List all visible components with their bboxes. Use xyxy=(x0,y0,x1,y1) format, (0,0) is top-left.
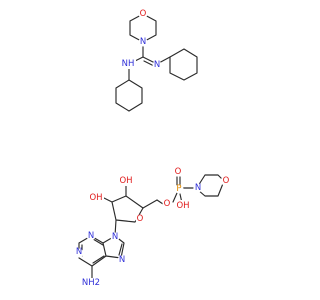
ester-oxygen-label: O xyxy=(164,199,171,209)
bond-pyrimidine-double-3 xyxy=(92,255,105,264)
amino-nh2-label: NH2 xyxy=(82,278,100,288)
adenine-n1-label: N xyxy=(76,247,82,257)
phosphate-hydroxyl-label: OH xyxy=(176,201,189,211)
phosphate-morpholine-oxygen-label: O xyxy=(223,176,230,186)
ribose-3-hydroxyl-label: OH xyxy=(119,176,132,186)
adenine-n9-label: N xyxy=(112,232,118,242)
cyclohexyl-right-ring xyxy=(169,48,198,81)
amine-nh-label: NH xyxy=(122,59,135,69)
adenine-n3-label: N xyxy=(88,231,94,241)
phosphate-morpholine-ring xyxy=(197,174,225,197)
bond-ester-o-p xyxy=(172,192,178,203)
phosphate-morpholine-nitrogen-label: N xyxy=(195,183,201,193)
adenine-imidazole-ring xyxy=(102,235,125,259)
bond-c2-oh xyxy=(103,197,113,203)
bond-ch2-ester-o xyxy=(156,199,164,205)
top-morpholine-nitrogen-label: N xyxy=(140,37,146,47)
adenine-n7-label: N xyxy=(119,255,125,265)
amidine-nitrogen-label: N xyxy=(154,60,160,70)
top-morpholine-oxygen-label: O xyxy=(140,9,147,19)
phosphorus-label: P xyxy=(176,184,181,194)
ribose-2-hydroxyl-label: OH xyxy=(89,193,102,203)
bond-c4-ch2 xyxy=(142,199,158,209)
molecule-structure-diagram: O N N NH OH OH O P N O OH O xyxy=(74,9,230,288)
ribose-ring-oxygen-label: O xyxy=(137,214,144,224)
phosphoryl-oxygen-label: O xyxy=(175,167,182,177)
bond-pyrimidine-double-1 xyxy=(92,238,104,246)
cyclohexyl-left-ring xyxy=(115,79,143,112)
bond-imidazole-c8-n7-double xyxy=(118,243,123,256)
bonds xyxy=(78,13,225,279)
atom-labels: O N N NH OH OH O P N O OH O xyxy=(74,9,230,288)
structure-canvas: O N N NH OH OH O P N O OH O xyxy=(74,9,230,288)
